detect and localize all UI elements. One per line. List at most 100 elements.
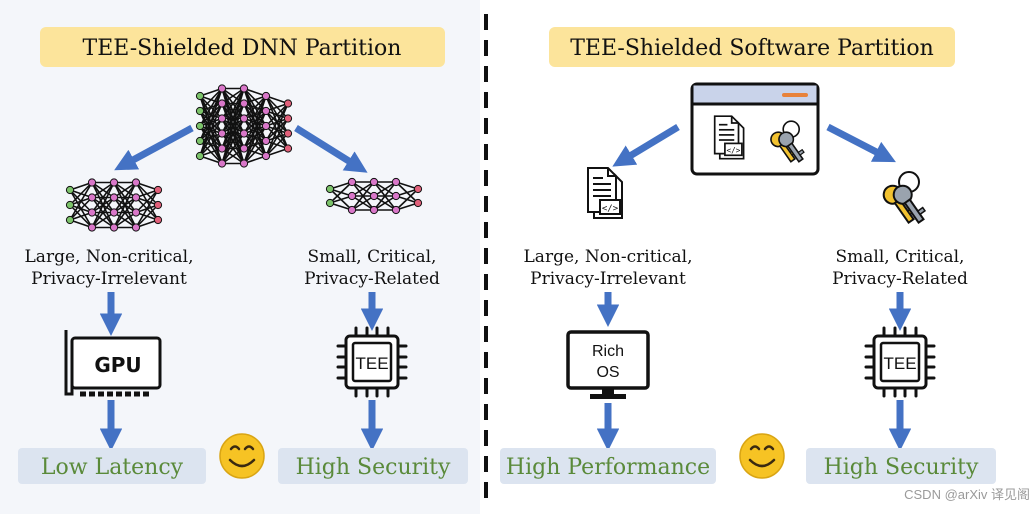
network-node <box>239 114 249 123</box>
network-node <box>239 159 249 168</box>
network-edge <box>243 140 267 165</box>
network-node <box>347 177 357 187</box>
network-edge <box>69 182 93 221</box>
network-node <box>131 193 141 202</box>
right-branch-large-label-line2: Privacy-Irrelevant <box>530 269 686 289</box>
right-branch-small-label-line1: Small, Critical, <box>836 247 965 267</box>
network-node <box>87 208 97 217</box>
network-edge <box>243 95 267 134</box>
network-node <box>391 191 401 201</box>
network-edge <box>113 181 137 199</box>
network-node <box>109 208 119 217</box>
network-node <box>325 198 335 208</box>
left-title-box <box>40 27 445 67</box>
network-edge <box>221 88 245 134</box>
network-edge <box>265 103 289 157</box>
network-edge <box>373 181 397 211</box>
network-edge <box>91 182 115 213</box>
network-node <box>195 91 205 101</box>
low-latency-label: Low Latency <box>41 455 184 480</box>
network-node <box>65 200 75 210</box>
network-node <box>217 84 227 93</box>
network-edge <box>91 181 115 199</box>
network-edge <box>243 110 267 164</box>
app-window-icon <box>690 82 820 176</box>
network-edge <box>91 211 115 229</box>
keys-icon <box>879 171 930 228</box>
network-node <box>391 205 401 215</box>
network-edge <box>91 197 115 228</box>
network-node <box>195 136 205 146</box>
network-node <box>391 177 401 187</box>
network-edge <box>351 181 375 211</box>
left-title: TEE-Shielded DNN Partition <box>83 36 402 61</box>
network-node <box>283 99 293 108</box>
network-edge <box>199 103 223 157</box>
network-edge <box>243 95 267 164</box>
high-performance-label: High Performance <box>506 455 710 480</box>
left-branch-small-label-line2: Privacy-Related <box>304 269 440 289</box>
network-node <box>239 144 249 153</box>
network-node <box>153 185 163 195</box>
network-node <box>153 200 163 210</box>
network-node <box>283 114 293 123</box>
network-node <box>109 178 119 187</box>
network-edge <box>135 204 159 229</box>
rich-os-label-line2: OS <box>596 364 619 381</box>
network-node <box>369 191 379 201</box>
network-edge <box>243 95 267 120</box>
network-node <box>369 205 379 215</box>
network-edge <box>221 87 245 105</box>
network-edge <box>113 197 137 228</box>
network-edge <box>329 181 353 204</box>
network-edge <box>135 189 159 214</box>
network-node <box>131 208 141 217</box>
network-edge <box>373 195 397 211</box>
network-node <box>413 198 423 208</box>
network-edge <box>113 211 137 229</box>
network-node <box>261 91 271 101</box>
right-title-box <box>549 27 955 67</box>
left-branch-large-label-line1: Large, Non-critical, <box>25 247 194 267</box>
right-branch-large-label-line1: Large, Non-critical, <box>524 247 693 267</box>
network-node <box>109 193 119 202</box>
smiley-icon <box>218 432 266 480</box>
network-edge <box>373 181 397 197</box>
network-edge <box>221 118 245 164</box>
high-security-label-left: High Security <box>296 455 451 480</box>
network-node <box>109 223 119 232</box>
tee-label-left: TEE <box>355 354 388 373</box>
network-node <box>87 193 97 202</box>
network-edge <box>351 181 375 197</box>
network-node <box>413 184 423 194</box>
network-edge <box>221 133 245 164</box>
network-node <box>87 223 97 232</box>
network-edge <box>113 182 137 228</box>
network-edge <box>221 88 245 119</box>
network-edge <box>199 132 223 157</box>
gpu-label: GPU <box>94 353 141 377</box>
neural-network-icon <box>195 84 293 168</box>
network-edge <box>135 189 159 228</box>
right-title: TEE-Shielded Software Partition <box>570 36 934 61</box>
network-node <box>87 178 97 187</box>
network-node <box>239 99 249 108</box>
network-edge <box>221 103 245 164</box>
network-edge <box>199 87 223 112</box>
network-node <box>217 129 227 138</box>
network-edge <box>265 118 289 157</box>
high-performance-box <box>500 448 716 484</box>
network-node <box>347 191 357 201</box>
network-node <box>217 144 227 153</box>
network-node <box>217 159 227 168</box>
high-security-box-right <box>806 448 996 484</box>
network-node <box>261 151 271 161</box>
network-node <box>239 84 249 93</box>
arrow-to-large-part <box>114 124 194 171</box>
network-node <box>283 144 293 153</box>
network-edge <box>113 182 137 213</box>
arrow-to-keys <box>826 123 896 163</box>
left-panel-background <box>0 0 480 514</box>
